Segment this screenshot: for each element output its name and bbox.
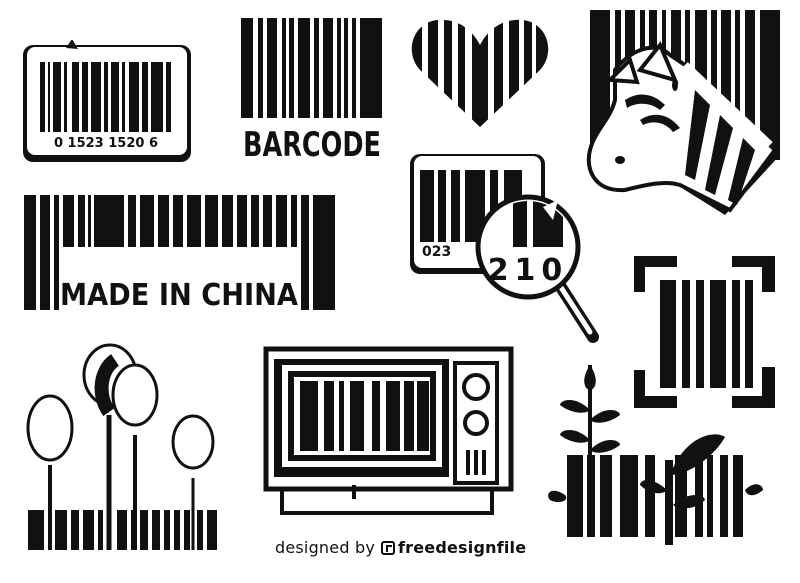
- magnifier-digits-magnified: 210: [488, 253, 569, 288]
- zebra-barcode-illustration: [585, 10, 785, 220]
- magnifier-digits-left: 023: [422, 244, 451, 260]
- made-in-china-text: MADE IN CHINA: [60, 278, 299, 313]
- tv-barcode-illustration: [262, 345, 517, 515]
- plants-barcode-illustration: [545, 365, 765, 545]
- sticker-digits: 0 1523 1520 6: [54, 136, 158, 151]
- heart-barcode-illustration: [410, 15, 550, 130]
- credit-line: designed by freedesignfile: [275, 538, 526, 557]
- sticker-barcode-illustration: 0 1523 1520 6: [20, 40, 195, 165]
- credit-brand: freedesignfile: [398, 538, 527, 557]
- magnifier-barcode-illustration: 023 210: [408, 152, 608, 357]
- credit-prefix: designed by: [275, 538, 375, 557]
- balloons-barcode-illustration: [25, 340, 225, 550]
- barcode-label-text: BARCODE: [243, 125, 381, 163]
- freedesignfile-logo-icon: [381, 541, 395, 555]
- made-in-china-barcode-illustration: MADE IN CHINA: [22, 195, 342, 313]
- barcode-label-illustration: BARCODE: [238, 18, 388, 163]
- scan-frame-barcode-illustration: [632, 252, 777, 412]
